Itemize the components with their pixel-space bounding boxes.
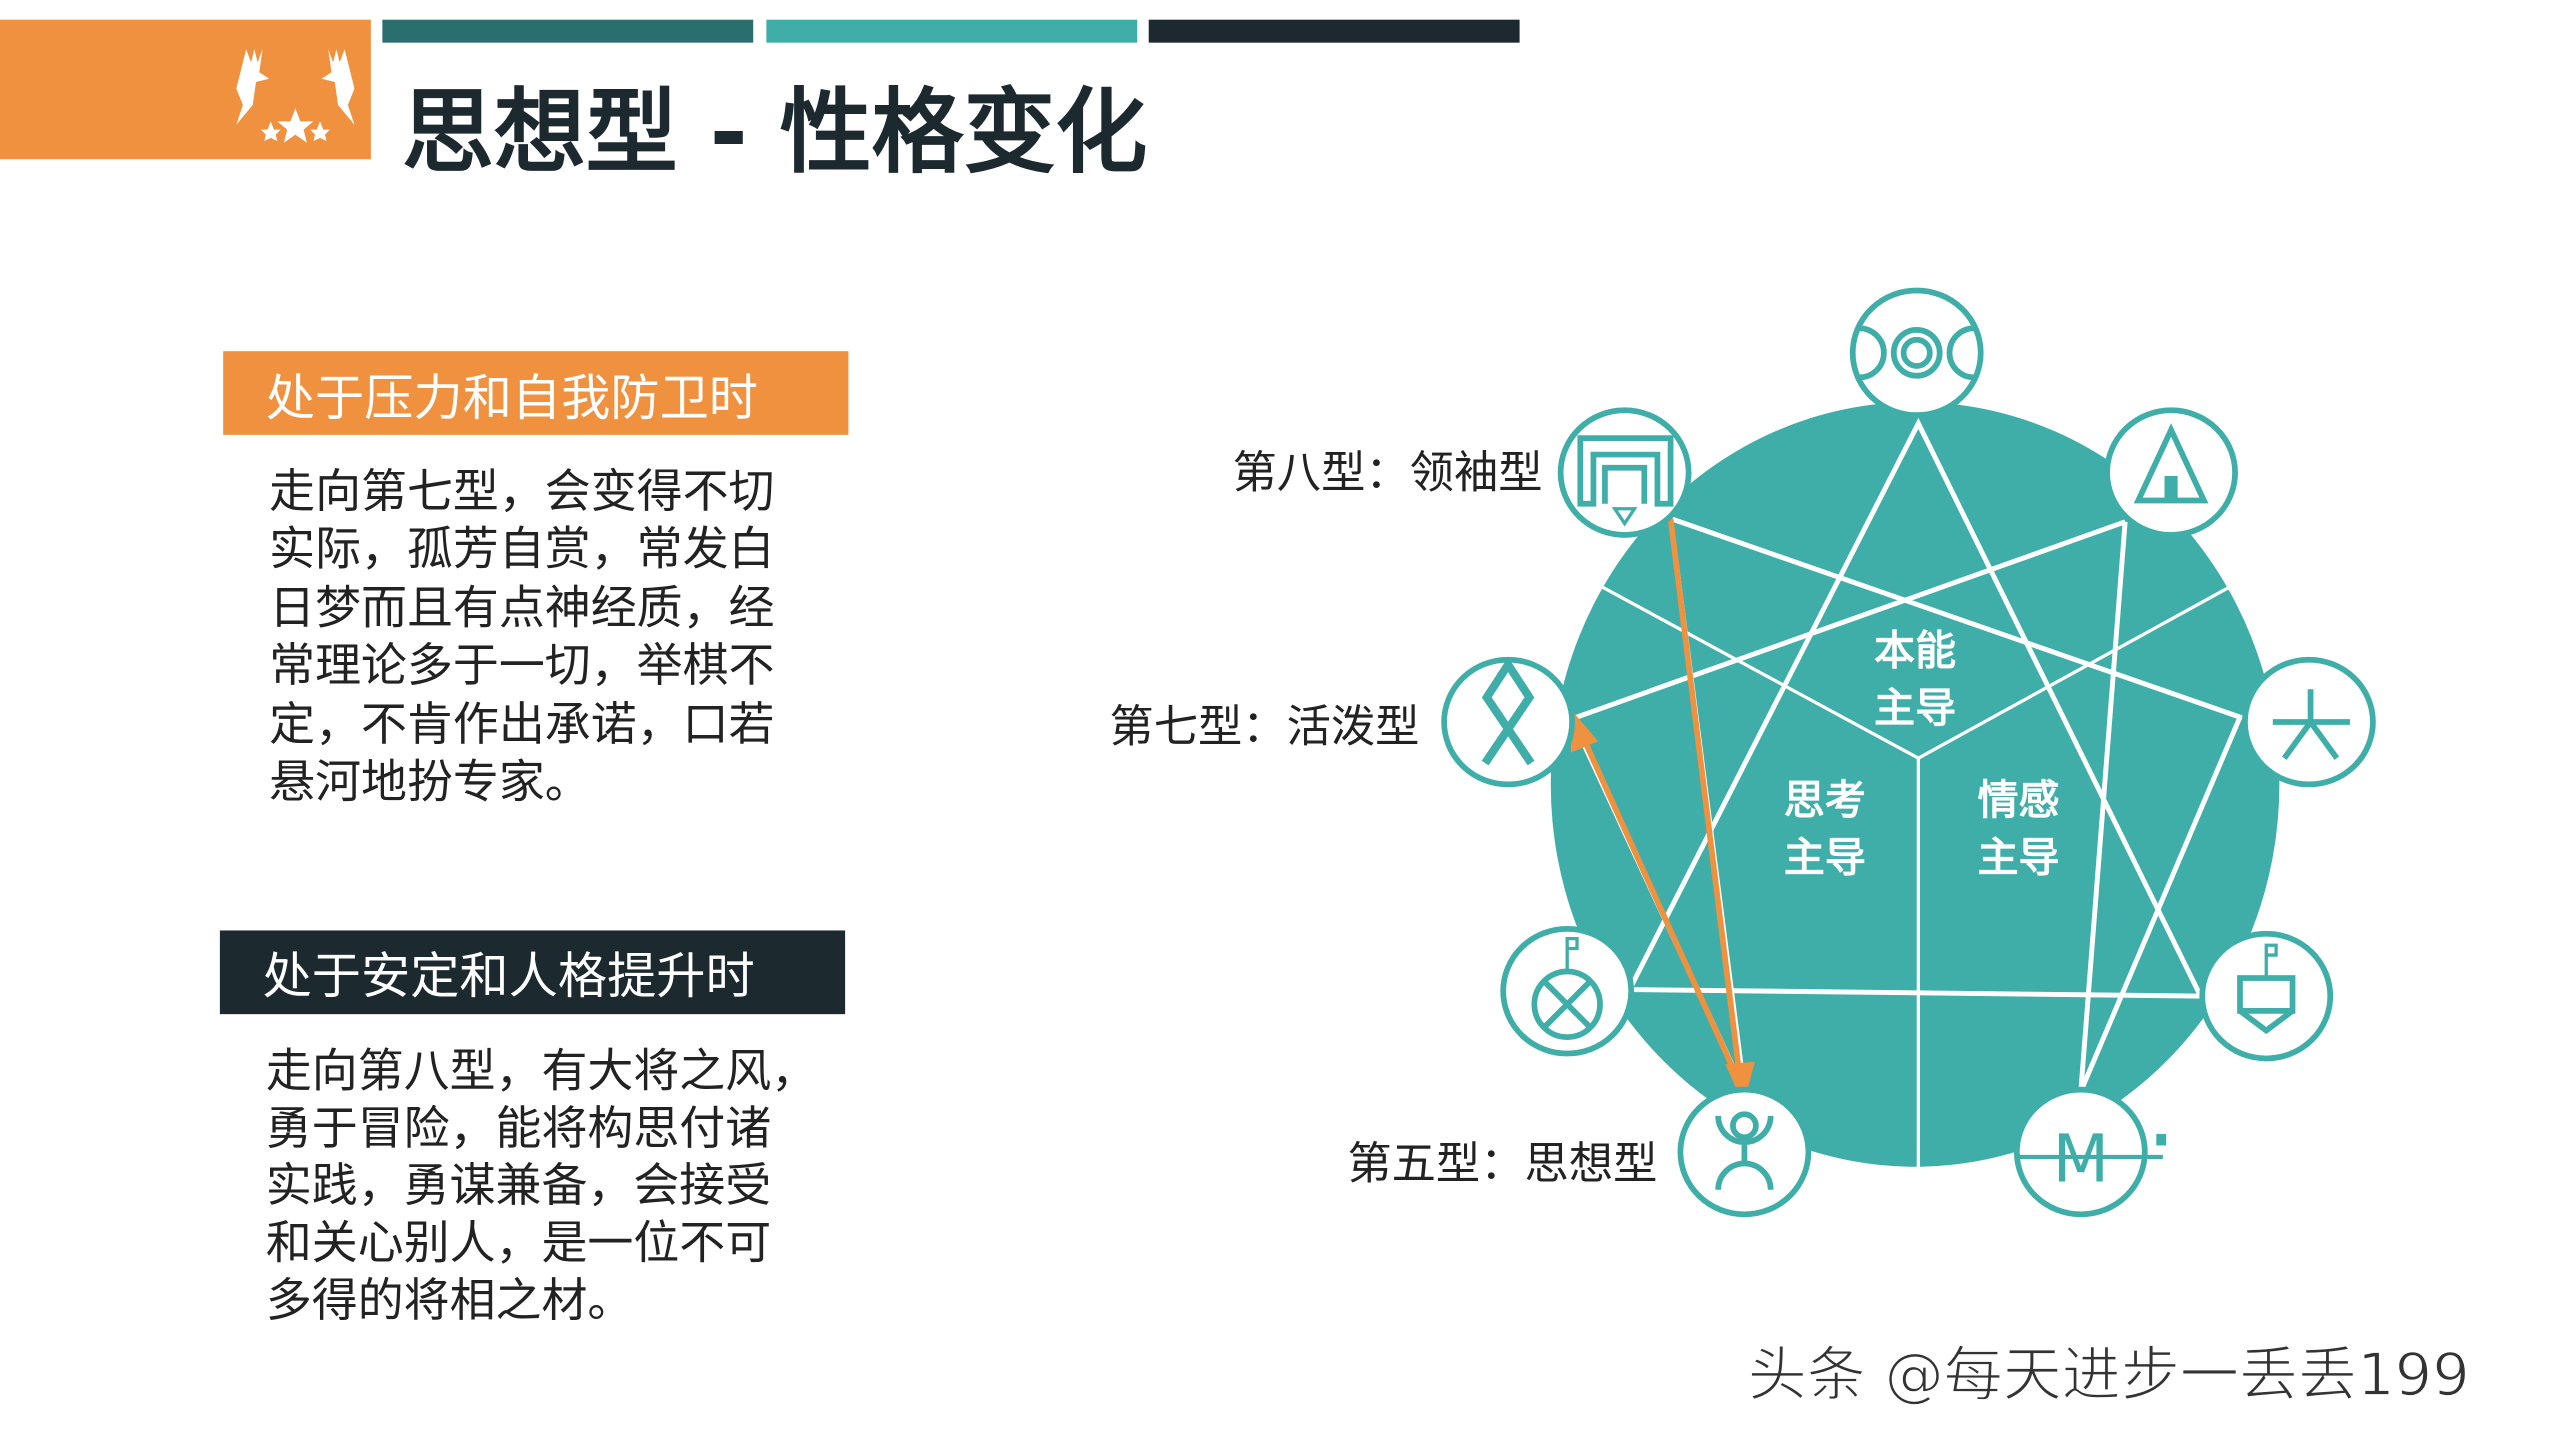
type3-flag-shield-icon [2199,930,2334,1062]
growth-line: 勇于冒险，能将构思付诸 [266,1101,771,1155]
arrow-8-to-5 [1667,518,1743,1076]
stress-line: 实际，孤芳自赏，常发白 [269,522,774,576]
center-thinking: 思考 [1784,776,1866,824]
growth-line: 多得的将相之材。 [266,1273,634,1327]
type8-gate-icon [1557,407,1692,538]
stress-line: 走向第七型，会变得不切 [269,464,774,518]
stress-line: 日梦而且有点神经质，经 [269,581,774,635]
growth-line: 走向第八型，有大将之风， [266,1043,817,1097]
triangle-9-3-6 [1625,417,2205,999]
label-type5: 第五型：思想型 [1347,1138,1657,1189]
type1-tent-icon [2104,407,2238,538]
center-feeling: 情感 [1977,776,2059,824]
center-thinking: 主导 [1784,833,1866,881]
stress-paragraph: 走向第七型，会变得不切 实际，孤芳自赏，常发白 日梦而且有点神经质，经 常理论多… [269,464,774,808]
growth-line: 和关心别人，是一位不可 [266,1216,771,1270]
growth-heading-box [219,930,846,1015]
growth-paragraph: 走向第八型，有大将之风， 勇于冒险，能将构思付诸 实践，勇谋兼备，会接受 和关心… [266,1043,817,1327]
header-bar-3 [1148,19,1520,43]
type2-cross-icon [2242,656,2376,788]
stress-heading-box [223,351,849,435]
type9-moon-icon [1849,287,1984,419]
type7-x-rune-icon [1441,656,1575,788]
center-instinct: 主导 [1874,684,1956,732]
header-bar-2 [766,19,1138,43]
divider-right [1917,584,2233,760]
logo-block [0,19,371,160]
arrow-5-to-7 [1580,737,1744,1088]
type6-flag-circle-icon [1500,925,1635,1057]
stress-line: 常理论多于一切，举棋不 [269,638,774,692]
label-type8: 第八型：领袖型 [1232,447,1542,498]
enneagram-circle [1550,402,2280,1167]
divider-left [1599,584,1920,760]
svg-text:M: M [2053,1122,2110,1198]
stress-heading: 处于压力和自我防卫时 [266,369,758,427]
center-feeling: 主导 [1977,833,2059,881]
header-bar-1 [382,19,754,43]
center-instinct: 本能 [1874,627,1956,675]
growth-heading: 处于安定和人格提升时 [263,947,755,1005]
growth-line: 实践，勇谋兼备，会接受 [266,1158,771,1212]
deer-logo-icon [236,49,355,143]
label-type7: 第七型：活泼型 [1109,702,1419,753]
type4-m-icon: M [2013,1086,2167,1218]
enneagram-diagram: 本能 主导 思考 主导 情感 主导 [1109,287,2376,1218]
stress-line: 定，不肯作出承诺，口若 [269,697,774,751]
stress-line: 悬河地扮专家。 [269,755,591,809]
page-title: 思想型 - 性格变化 [402,79,1147,186]
watermark: 头条 @每天进步一丢丢199 [1748,1340,2470,1409]
type5-person-icon [1677,1086,1812,1218]
